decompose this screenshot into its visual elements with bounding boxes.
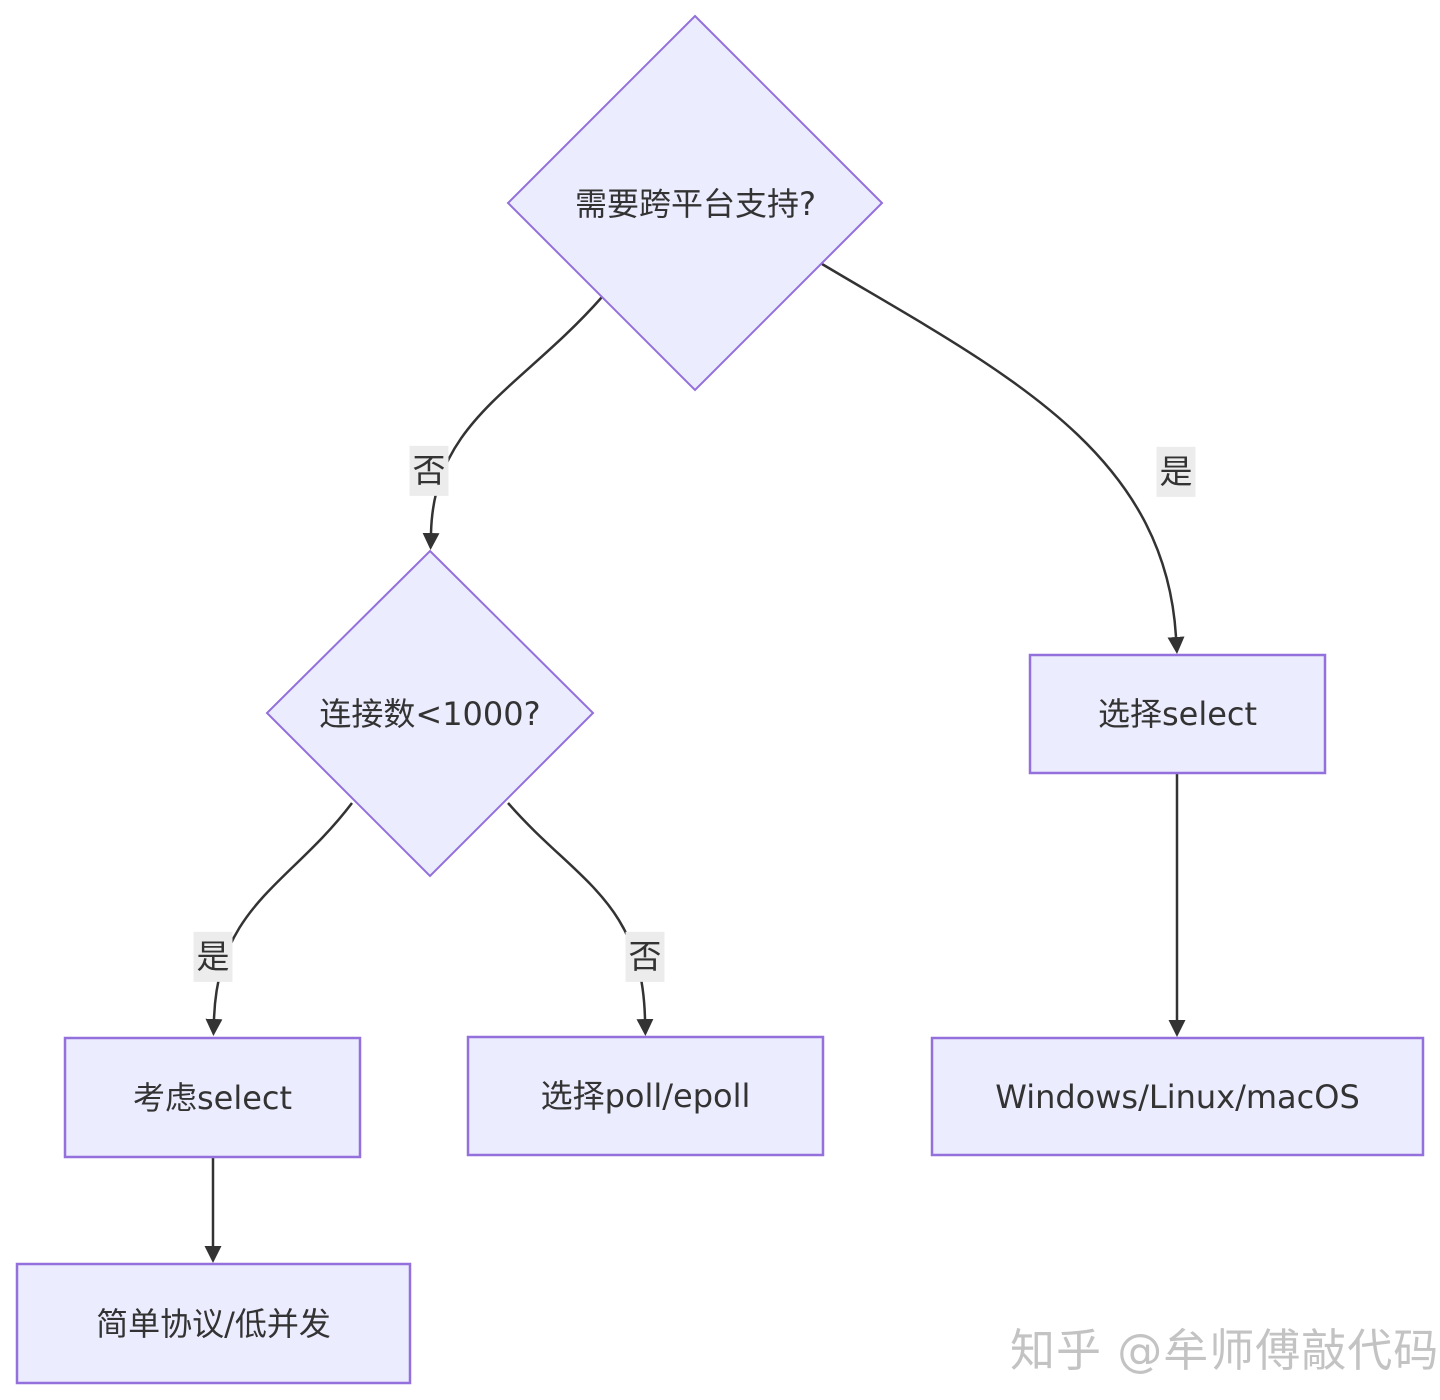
choose-select-shape — [1028, 653, 1327, 775]
windows-linux-macos-shape — [930, 1036, 1425, 1157]
simple-protocol-label: 简单协议/低并发 — [96, 1304, 331, 1343]
edge-label-connections-yes: 是 — [193, 931, 233, 983]
edge-label-cross-platform-no: 否 — [409, 445, 449, 497]
edge-cross-platform-yes — [821, 262, 1185, 654]
decision-cross-platform-label: 需要跨平台支持? — [575, 184, 816, 223]
choose-select-label: 选择select — [1097, 695, 1258, 733]
decision-cross-platform-shape — [506, 14, 884, 392]
edge-label-connections-no: 否 — [625, 931, 665, 983]
windows-linux-macos-label: Windows/Linux/macOS — [995, 1077, 1360, 1116]
node-layer — [15, 14, 1425, 1385]
consider-select-shape — [63, 1036, 362, 1159]
simple-protocol-shape — [15, 1262, 412, 1385]
choose-poll-epoll-shape — [466, 1035, 825, 1157]
watermark-text: 知乎 @牟师傅敲代码 — [1010, 1324, 1440, 1377]
decision-connections-label: 连接数<1000? — [319, 695, 541, 733]
edge-label-cross-platform-yes: 是 — [1156, 446, 1196, 498]
choose-poll-epoll-label: 选择poll/epoll — [540, 1077, 751, 1115]
decision-connections-shape — [265, 549, 595, 878]
consider-select-label: 考虑select — [132, 1078, 293, 1117]
